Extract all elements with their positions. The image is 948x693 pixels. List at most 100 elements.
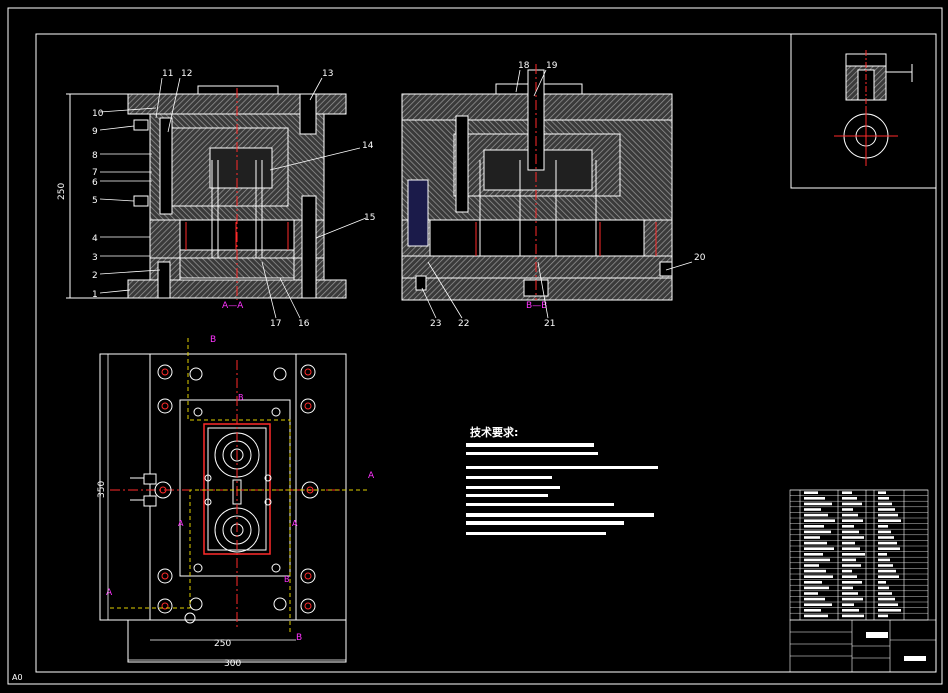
title-block-drawing-no <box>904 656 926 661</box>
balloon-2: 2 <box>92 271 98 281</box>
parts-list-material-cell <box>842 530 859 534</box>
dim-plan-height: 350 <box>97 481 107 498</box>
parts-list-material-cell <box>842 609 859 612</box>
parts-list-note-cell <box>878 530 891 534</box>
parts-list-name-cell <box>804 525 824 528</box>
parts-list-note-cell <box>878 519 901 522</box>
parts-list-note-cell <box>878 547 900 550</box>
parts-list-note-cell <box>878 581 886 584</box>
parts-list-material-cell <box>842 558 856 562</box>
parts-list-note-cell <box>878 513 898 517</box>
section-aa-caption: A—A <box>222 301 244 311</box>
parts-list-note-cell <box>878 609 901 612</box>
title-block <box>789 619 937 673</box>
section-mark-a-cut-2: A <box>292 519 298 528</box>
parts-list-material-cell <box>842 491 852 494</box>
parts-list-material-cell <box>842 553 865 556</box>
parts-list-note-cell <box>878 597 895 601</box>
leader-lines-mid <box>421 69 693 319</box>
parts-list-name-cell <box>804 586 829 590</box>
parts-list-rows <box>790 489 928 618</box>
parts-list-material-cell <box>842 569 852 573</box>
parts-list-note-cell <box>878 586 889 590</box>
parts-list-material-cell <box>842 614 864 618</box>
section-bb-caption: B—B <box>526 301 547 311</box>
section-mark-a-left: A <box>106 588 113 598</box>
parts-list-name-cell <box>804 564 819 567</box>
parts-list-name-cell <box>804 569 826 573</box>
parts-list-name-cell <box>804 536 820 539</box>
balloon-22: 22 <box>458 319 469 329</box>
plan-view <box>99 353 347 663</box>
balloon-9: 9 <box>92 127 98 137</box>
tech-requirements-lines <box>466 443 658 535</box>
parts-list-note-cell <box>878 575 899 578</box>
parts-list-note-cell <box>878 569 896 573</box>
section-mark-a-right: A <box>368 471 375 481</box>
tech-requirements-title: 技术要求: <box>470 425 518 439</box>
balloon-8: 8 <box>92 151 98 161</box>
section-mark-a-cut-1: A <box>178 519 184 528</box>
parts-list-note-cell <box>878 592 892 595</box>
parts-list-material-cell <box>842 603 854 606</box>
outer-border <box>7 7 943 685</box>
parts-list-note-cell <box>878 536 894 539</box>
plan-bolt-holes <box>154 364 319 624</box>
section-mark-b-top: B <box>210 335 216 345</box>
parts-list-name-cell <box>804 541 827 545</box>
parts-list-name-cell <box>804 575 833 578</box>
parts-list-name-cell <box>804 581 822 584</box>
balloon-12: 12 <box>181 69 192 79</box>
parts-list-note-cell <box>878 497 889 500</box>
cutting-plane-lines <box>110 338 370 634</box>
balloon-10: 10 <box>92 109 104 119</box>
balloon-14: 14 <box>362 141 374 151</box>
balloon-15: 15 <box>364 213 375 223</box>
balloon-23: 23 <box>430 319 441 329</box>
inner-border <box>35 33 937 673</box>
parts-list-name-cell <box>804 508 821 511</box>
dim-left-height: 250 <box>57 183 67 200</box>
parts-list-name-cell <box>804 603 832 606</box>
parts-list-name-cell <box>804 491 818 494</box>
parts-list-note-cell <box>878 491 886 494</box>
balloon-21: 21 <box>544 319 555 329</box>
corner-sheet-size: A0 <box>12 673 23 682</box>
plan-dimensions <box>107 354 346 661</box>
parts-list-material-cell <box>842 508 853 511</box>
parts-list-material-cell <box>842 525 854 528</box>
section-mark-b-cut-2: B <box>284 575 290 584</box>
parts-list-material-cell <box>842 541 855 545</box>
balloon-20: 20 <box>694 253 706 263</box>
detail-view <box>834 50 913 166</box>
parts-list-note-cell <box>878 603 898 606</box>
parts-list-name-cell <box>804 497 825 500</box>
parts-list-name-cell <box>804 513 828 517</box>
parts-list-note-cell <box>878 541 897 545</box>
balloon-18: 18 <box>518 61 530 71</box>
section-b-b-view <box>401 64 673 301</box>
balloon-16: 16 <box>298 319 310 329</box>
detail-view-box <box>790 33 937 189</box>
balloon-7: 7 <box>92 168 98 178</box>
parts-list-material-cell <box>842 597 863 601</box>
parts-list-note-cell <box>878 553 887 556</box>
parts-list-name-cell <box>804 553 823 556</box>
parts-list-material-cell <box>842 592 858 595</box>
parts-list-name-cell <box>804 614 828 618</box>
balloon-5: 5 <box>92 196 98 206</box>
balloon-6: 6 <box>92 178 98 188</box>
leader-lines-left <box>99 107 161 294</box>
parts-list-note-cell <box>878 525 888 528</box>
parts-list-name-cell <box>804 502 832 506</box>
parts-list-name-cell <box>804 530 831 534</box>
title-block-name <box>866 632 888 638</box>
parts-list-material-cell <box>842 497 857 500</box>
balloon-19: 19 <box>546 61 558 71</box>
plan-water-fittings <box>130 473 157 507</box>
parts-list-material-cell <box>842 586 853 590</box>
parts-list-name-cell <box>804 592 818 595</box>
parts-list-name-cell <box>804 547 834 550</box>
parts-list-material-cell <box>842 519 863 522</box>
